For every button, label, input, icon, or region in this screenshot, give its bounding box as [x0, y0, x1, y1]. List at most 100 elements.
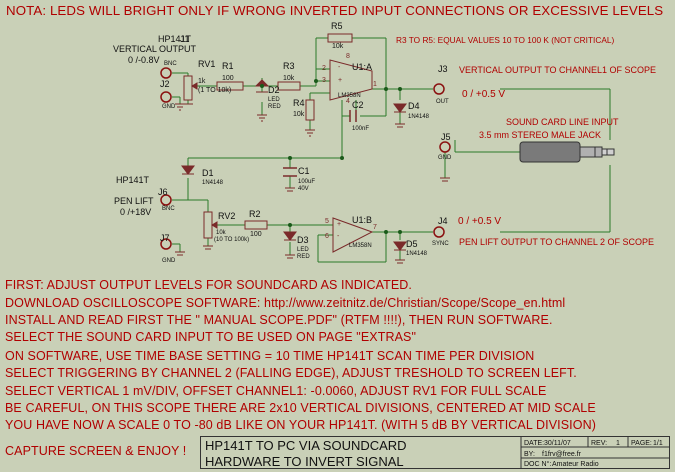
u1a-label: U1:A	[352, 62, 372, 72]
j1-title: HP141T	[158, 34, 192, 44]
j1-subtitle: VERTICAL OUTPUT	[113, 44, 197, 54]
svg-text:-: -	[337, 233, 340, 240]
j4-label: J4	[438, 216, 448, 226]
r4-value: 10k	[293, 111, 305, 118]
grounds	[175, 103, 450, 264]
bnc-connectors	[160, 67, 451, 250]
j1-range: 0 /-0.8V	[128, 55, 160, 65]
j5-label: J5	[441, 132, 451, 142]
junctions	[260, 79, 402, 234]
by-value: f1frv@free.fr	[542, 451, 582, 458]
instruction-7: SELECT VERTICAL 1 mV/DIV, OFFSET CHANNEL…	[5, 384, 547, 398]
svg-text:6: 6	[325, 233, 329, 240]
r1-label: R1	[222, 61, 234, 71]
rev-label: REV:	[591, 440, 607, 447]
instruction-1: FIRST: ADJUST OUTPUT LEVELS FOR SOUNDCAR…	[5, 278, 412, 292]
j2-label: J2	[160, 79, 170, 89]
opamp-pins: 231 -+ 84 567 +-	[322, 53, 377, 240]
title-line-1: HP141T TO PC VIA SOUNDCARD	[205, 438, 407, 453]
instruction-2: DOWNLOAD OSCILLOSCOPE SOFTWARE: http://w…	[5, 296, 566, 310]
r4-label: R4	[293, 98, 305, 108]
c2-label: C2	[352, 100, 364, 110]
jack-wires	[500, 88, 611, 233]
r3-r5-note: R3 TO R5: EQUAL VALUES 10 TO 100 K (NOT …	[396, 35, 614, 45]
pot-wipers	[191, 82, 218, 229]
c1-value: 100uF	[298, 179, 315, 185]
rv1-value: 1k	[198, 78, 206, 85]
j2-gnd: GND	[162, 104, 176, 110]
rv2-label: RV2	[218, 211, 235, 221]
svg-text:5: 5	[325, 218, 329, 225]
svg-text:+: +	[338, 77, 342, 84]
j3-output-label: VERTICAL OUTPUT TO CHANNEL1 OF SCOPE	[459, 65, 656, 75]
j6-subtitle: PEN LIFT	[114, 196, 154, 206]
svg-text:4: 4	[346, 98, 350, 105]
j3-output-level: 0 / +0.5 V	[462, 89, 505, 100]
u1a-part: LM358N	[338, 93, 361, 99]
stereo-jack-icon	[519, 141, 615, 163]
rv1-label: RV1	[198, 59, 215, 69]
r5-value: 10k	[332, 43, 344, 50]
j4-output-level: 0 / +0.5 V	[458, 216, 501, 227]
c1-volt: 40V	[298, 186, 309, 192]
d4-label: D4	[408, 101, 420, 111]
d1-label: D1	[202, 168, 214, 178]
d2-color: RED	[268, 104, 281, 110]
j6-range: 0 /+18V	[120, 207, 151, 217]
j7-gnd: GND	[162, 258, 176, 264]
page-value: 1/1	[653, 440, 663, 447]
u1b-label: U1:B	[352, 215, 372, 225]
j1-label: J1	[180, 34, 190, 44]
svg-text:1: 1	[373, 81, 377, 88]
d5-label: D5	[406, 239, 418, 249]
d2-value: LED	[268, 97, 280, 103]
instruction-4: SELECT THE SOUND CARD INPUT TO BE USED O…	[5, 330, 416, 344]
c2-value: 100nF	[352, 126, 369, 132]
header-note: NOTA: LEDS WILL BRIGHT ONLY IF WRONG INV…	[6, 3, 664, 18]
doc-value: Amateur Radio	[552, 461, 599, 468]
d5-value: 1N4148	[406, 251, 428, 257]
r5-label: R5	[331, 21, 343, 31]
rev-value: 1	[616, 440, 620, 447]
page-label: PAGE:	[631, 440, 652, 447]
r3-label: R3	[283, 61, 295, 71]
d2-label: D2	[268, 85, 280, 95]
instruction-6: SELECT TRIGGERING BY CHANNEL 2 (FALLING …	[5, 366, 577, 380]
j4-sync: SYNC	[432, 241, 449, 247]
j6-bnc: BNC	[162, 206, 175, 212]
capacitors	[283, 110, 357, 177]
by-label: BY:	[524, 451, 535, 458]
opamps	[329, 59, 374, 253]
j6-label: J6	[158, 187, 168, 197]
component-labels: HP141T VERTICAL OUTPUT 0 /-0.8V J1 J2 BN…	[113, 21, 452, 264]
date-value: 30/11/07	[544, 440, 571, 447]
d3-color: RED	[297, 254, 310, 260]
j3-out: OUT	[436, 99, 449, 105]
r2-value: 100	[250, 231, 262, 238]
d4-value: 1N4148	[408, 114, 430, 120]
r1-value: 100	[222, 75, 234, 82]
soundcard-sub: 3.5 mm STEREO MALE JACK	[479, 130, 601, 140]
instruction-3: INSTALL AND READ FIRST THE " MANUAL SCOP…	[5, 313, 553, 327]
instruction-8: BE CAREFUL, ON THIS SCOPE THERE ARE 2x10…	[5, 401, 596, 415]
resistors	[183, 33, 353, 239]
rv2-value: 10k	[216, 230, 227, 236]
closing-note: CAPTURE SCREEN & ENJOY !	[5, 444, 187, 458]
svg-text:8: 8	[346, 53, 350, 60]
r2-label: R2	[249, 209, 261, 219]
j4-output-label: PEN LIFT OUTPUT TO CHANNEL 2 OF SCOPE	[459, 237, 654, 247]
d3-value: LED	[297, 247, 309, 253]
u1b-part: LM358N	[349, 243, 372, 249]
d1-value: 1N4148	[202, 180, 224, 186]
schematic-notes: R3 TO R5: EQUAL VALUES 10 TO 100 K (NOT …	[396, 35, 656, 247]
svg-text:7: 7	[373, 224, 377, 231]
rv2-sub: (10 TO 100k)	[214, 237, 249, 243]
j1-bnc: BNC	[164, 61, 177, 67]
date-label: DATE:	[524, 440, 544, 447]
instruction-9: YOU HAVE NOW A SCALE 0 TO -80 dB LIKE ON…	[5, 418, 596, 432]
svg-text:3: 3	[322, 77, 326, 84]
d3-label: D3	[297, 235, 309, 245]
j3-label: J3	[438, 64, 448, 74]
